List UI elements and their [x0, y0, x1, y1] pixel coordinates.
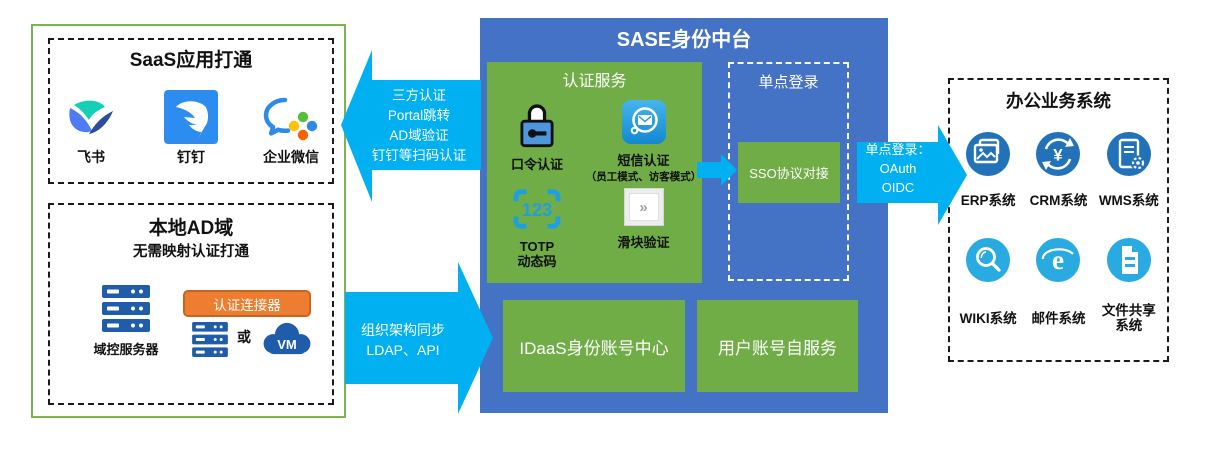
slider-captcha-icon: » [623, 188, 664, 226]
auth-to-sso-arrow [697, 154, 737, 186]
file-share-label: 文件共享 系统 [1101, 303, 1156, 333]
domain-controller-group: 域控服务器 [80, 285, 172, 358]
mail-icon: e [1036, 238, 1081, 282]
totp-label2: 动态码 [517, 254, 557, 269]
sms-auth-sublabel: （员工模式、访客模式） [585, 171, 702, 183]
user-self-service-box: 用户账号自服务 [697, 300, 858, 392]
sso-protocol-box: SSO协议对接 [738, 142, 840, 203]
sso-out-arrow [857, 125, 967, 225]
totp-icon: 123 [512, 188, 562, 235]
app-wechat-work: 企业微信 [252, 90, 330, 167]
wiki-label: WIKI系统 [959, 311, 1017, 326]
domain-controller-label: 域控服务器 [93, 342, 159, 357]
svg-text:¥: ¥ [1054, 146, 1064, 165]
system-crm: ¥ CRM系统 [1023, 132, 1093, 208]
auth-connector-button: 认证连接器 [183, 290, 311, 317]
office-systems-box: 办公业务系统 ERP系统 [948, 78, 1169, 362]
saas-app-row: 飞书 钉钉 [50, 90, 332, 167]
sso-out-arrow-text: 单点登录： OAuth OIDC [865, 142, 931, 195]
system-wms: WMS系统 [1094, 132, 1164, 208]
server-stack-icon [102, 285, 150, 337]
auth-item-sms: 短信认证 （员工模式、访客模式） [585, 100, 702, 184]
auth-item-password: 口令认证 [489, 100, 585, 172]
sms-icon [621, 100, 666, 149]
feishu-label: 飞书 [77, 149, 105, 165]
dingtalk-label: 钉钉 [177, 149, 205, 165]
idaas-account-center-box: IDaaS身份账号中心 [503, 300, 685, 392]
local-ad-box: 本地AD域 无需映射认证打通 域控服务器 [48, 203, 334, 405]
office-systems-row-1: ERP系统 ¥ CRM系统 [953, 132, 1164, 208]
erp-label: ERP系统 [960, 193, 1016, 208]
password-auth-label: 口令认证 [510, 157, 563, 172]
file-share-icon [1106, 238, 1151, 282]
app-feishu: 飞书 [52, 90, 130, 167]
sase-identity-platform-box: SASE身份中台 认证服务 口令认证 [480, 18, 888, 413]
office-box-title: 办公业务系统 [1006, 91, 1111, 111]
saas-apps-box: SaaS应用打通 飞书 钉 [48, 38, 334, 184]
system-mail: e 邮件系统 [1023, 238, 1093, 333]
wechat-work-icon [252, 90, 330, 144]
third-party-auth-arrow-text: 三方认证 Portal跳转 AD域验证 钉钉等扫码认证 [371, 88, 467, 163]
vm-label: VM [277, 337, 297, 352]
slider-chevrons: » [628, 193, 659, 221]
auth-service-title: 认证服务 [562, 73, 627, 90]
sso-title: 单点登录 [758, 74, 819, 91]
org-sync-arrow-text: 组织架构同步 LDAP、API [361, 322, 445, 358]
lock-icon [520, 100, 554, 153]
third-party-auth-arrow [341, 50, 481, 202]
sms-auth-label: 短信认证 [617, 153, 670, 168]
system-erp: ERP系统 [953, 132, 1023, 208]
org-sync-arrow [345, 262, 493, 414]
sase-title: SASE身份中台 [616, 29, 752, 51]
crm-label: CRM系统 [1029, 193, 1088, 208]
vm-cloud-icon: VM [261, 320, 313, 362]
totp-icon-digits: 123 [522, 200, 552, 220]
wiki-icon [966, 238, 1011, 282]
dingtalk-icon [152, 90, 230, 144]
crm-icon: ¥ [1036, 132, 1081, 176]
ad-box-subtitle: 无需映射认证打通 [133, 244, 249, 260]
ad-box-title: 本地AD域 [148, 218, 234, 239]
slider-auth-label: 滑块验证 [617, 235, 670, 250]
erp-icon [966, 132, 1011, 176]
system-wiki: WIKI系统 [953, 238, 1023, 333]
wms-icon [1106, 132, 1151, 176]
mail-label: 邮件系统 [1031, 311, 1086, 326]
auth-item-slider: » 滑块验证 [585, 188, 702, 250]
system-file-share: 文件共享 系统 [1094, 238, 1164, 333]
feishu-icon [52, 90, 130, 144]
svg-text:e: e [1052, 245, 1064, 275]
sso-box: 单点登录 SSO协议对接 [728, 62, 849, 281]
wechat-work-label: 企业微信 [263, 149, 319, 165]
wms-label: WMS系统 [1098, 193, 1159, 208]
office-systems-row-2: WIKI系统 e 邮件系统 [953, 238, 1164, 333]
connector-server-icon [192, 322, 228, 362]
totp-label: TOTP [519, 239, 555, 254]
saas-box-title: SaaS应用打通 [129, 50, 253, 71]
auth-service-box: 认证服务 口令认证 [487, 62, 702, 283]
app-dingtalk: 钉钉 [152, 90, 230, 167]
auth-item-totp: 123 TOTP 动态码 [489, 188, 585, 269]
or-label: 或 [237, 329, 251, 345]
